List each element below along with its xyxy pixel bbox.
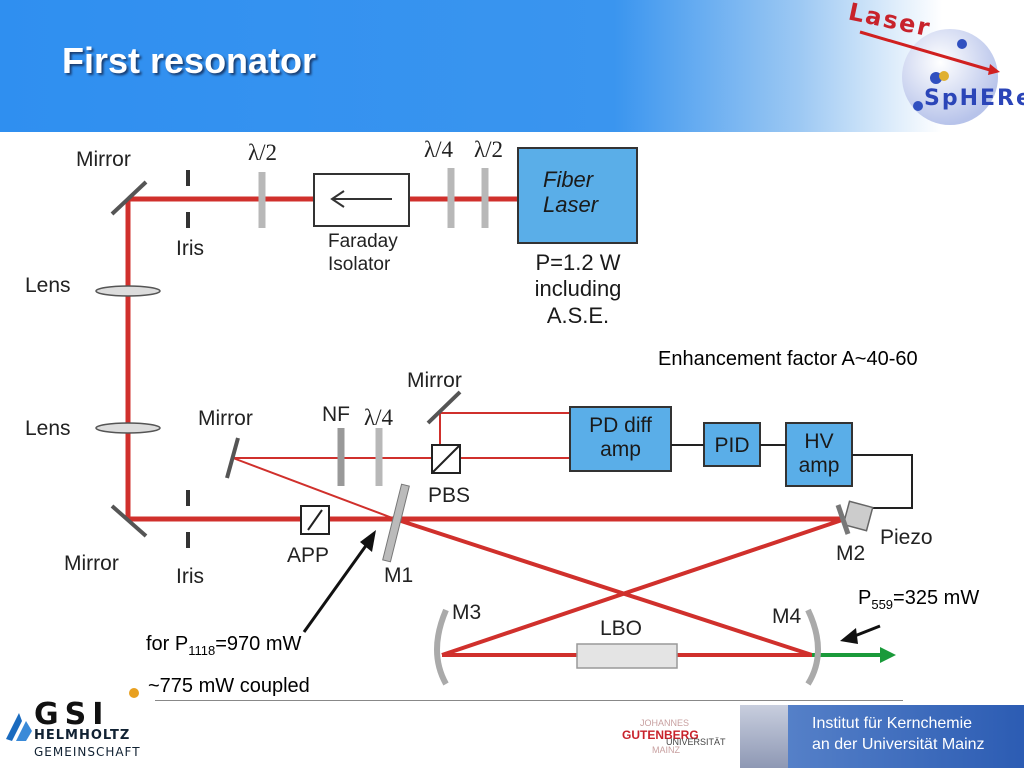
laser-sphere-logo — [859, 29, 1000, 125]
gsi-dot-icon — [129, 688, 139, 698]
lens-1-shape — [95, 285, 161, 297]
label-pd-diff-amp: PD diff amp — [589, 414, 652, 462]
page-title: First resonator — [62, 40, 317, 81]
pd-diff-amp-box — [569, 406, 672, 472]
label-p559: P559=325 mW — [858, 588, 979, 611]
label-half-wave-2: λ/2 — [474, 137, 504, 162]
institute-text: Institut für Kernchemie an der Universit… — [812, 714, 985, 756]
label-iris-upper: Iris — [176, 237, 204, 260]
label-p1118-value: =970 mW — [215, 633, 302, 655]
logo-sphere-text: SpHERe — [924, 86, 1024, 111]
institute-banner — [788, 705, 1024, 768]
label-quarter-wave-lower: λ/4 — [364, 405, 394, 430]
jgu-text-4: MAINZ — [652, 745, 680, 755]
label-iris-lower: Iris — [176, 565, 204, 588]
label-m4: M4 — [772, 605, 802, 628]
label-p1118-sub: 1118 — [188, 643, 216, 658]
label-mirror-bottom: Mirror — [64, 552, 119, 575]
label-m1: M1 — [384, 564, 414, 587]
label-lbo: LBO — [600, 617, 643, 640]
label-lens-1: Lens — [25, 274, 71, 297]
label-coupled: ~775 mW coupled — [148, 675, 310, 697]
pid-box — [703, 422, 761, 467]
label-lens-2: Lens — [25, 417, 71, 440]
piezo-block — [842, 500, 874, 532]
mirror-left-lower — [225, 437, 240, 479]
institute-text-1: Institut für Kernchemie — [812, 715, 973, 732]
label-p1118-prefix: for P — [146, 633, 189, 655]
label-p559-prefix: P — [858, 587, 872, 609]
label-piezo: Piezo — [880, 526, 933, 549]
jgu-text-1: JOHANNES — [640, 718, 690, 728]
label-nf: NF — [322, 403, 350, 426]
label-m2: M2 — [836, 542, 866, 565]
jgu-text-2: GUTENBERG — [622, 728, 699, 742]
lens-2-shape — [95, 422, 161, 434]
mirror-top-lower — [426, 390, 462, 425]
fiber-laser-box — [517, 147, 638, 244]
label-enhancement-factor: Enhancement factor A~40-60 — [658, 348, 918, 370]
hv-amp-box — [785, 422, 853, 487]
helmholtz-text-2: GEMEINSCHAFT — [34, 745, 141, 759]
label-mirror-left-lower: Mirror — [198, 407, 253, 430]
label-p559-sub: 559 — [871, 597, 894, 612]
label-fiber-laser: Fiber Laser — [543, 167, 599, 218]
label-p1118: for P1118=970 mW — [146, 634, 301, 657]
jgu-statue-image — [740, 705, 790, 768]
footer-divider — [155, 700, 903, 701]
label-pid: PID — [714, 434, 750, 457]
label-pbs: PBS — [428, 484, 471, 507]
label-mirror-upper: Mirror — [76, 148, 131, 171]
gsi-logo-text: GSI — [34, 697, 110, 732]
mirror-lower-left — [110, 504, 148, 538]
label-laser-power: P=1.2 W including A.S.E. — [534, 250, 622, 328]
helmholtz-text-1: HELMHOLTZ — [34, 728, 131, 743]
m1-mirror — [382, 483, 410, 563]
label-mirror-top-lower: Mirror — [407, 369, 462, 392]
helmholtz-logo-icon — [6, 713, 32, 741]
label-m3: M3 — [452, 601, 482, 624]
resonator-diagram — [95, 147, 913, 686]
label-app: APP — [287, 544, 330, 567]
header-bar — [0, 0, 1024, 132]
app-cube — [300, 505, 330, 535]
mirror-upper-left — [110, 180, 148, 216]
institute-text-2: an der Universität Mainz — [812, 735, 985, 753]
label-hv-amp: HV amp — [798, 430, 840, 478]
label-half-wave-1: λ/2 — [248, 140, 278, 165]
label-p559-value: =325 mW — [893, 587, 980, 609]
label-faraday-isolator: Faraday Isolator — [328, 231, 398, 275]
m3-mirror — [434, 608, 449, 686]
lbo-crystal — [576, 643, 678, 669]
jgu-text-3: UNIVERSITÄT — [666, 737, 726, 747]
reflected-beams — [232, 412, 570, 520]
m4-mirror — [805, 608, 821, 686]
label-quarter-wave-upper: λ/4 — [424, 137, 454, 162]
